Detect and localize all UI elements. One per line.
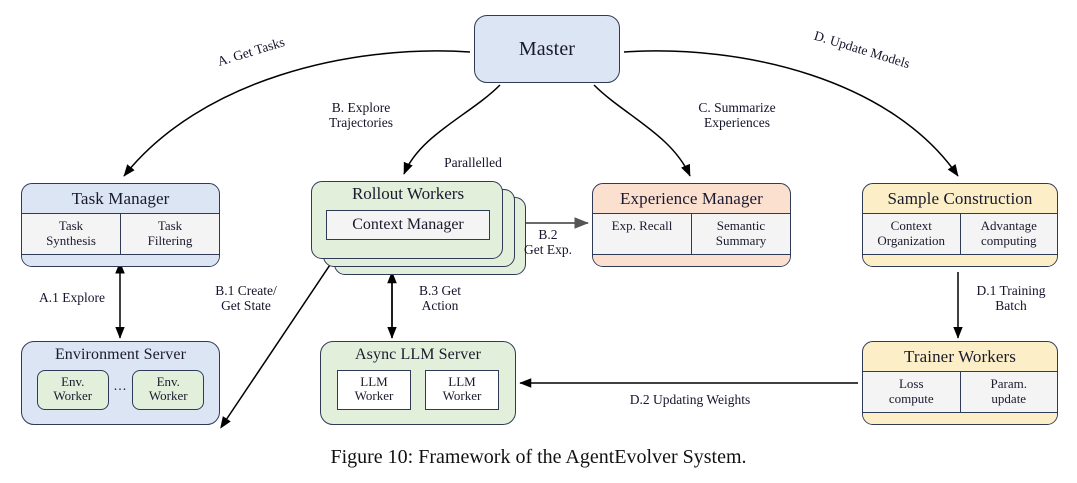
edge-get-tasks <box>123 50 471 177</box>
label-create-get-state: B.1 Create/ Get State <box>215 283 277 314</box>
cell-advantage-computing: Advantage computing <box>959 214 1058 255</box>
cell-param-update: Param. update <box>959 372 1058 413</box>
label-get-tasks: A. Get Tasks <box>215 34 287 69</box>
llm-worker-2[interactable]: LLM Worker <box>425 370 499 410</box>
trainer-workers-foot <box>863 413 1057 425</box>
sample-construction-title: Sample Construction <box>887 189 1033 208</box>
sample-construction-foot <box>863 255 1057 267</box>
label-explore-trajectories: B. Explore Trajectories <box>329 100 393 131</box>
node-environment-server[interactable]: Environment Server Env. Worker ... Env. … <box>21 341 220 425</box>
node-task-manager[interactable]: Task Manager Task Synthesis Task Filteri… <box>21 183 220 268</box>
cell-task-synthesis: Task Synthesis <box>46 218 96 248</box>
figure-caption: Figure 10: Framework of the AgentEvolver… <box>330 446 747 468</box>
task-manager-cells: Task Synthesis Task Filtering <box>22 213 219 256</box>
cell-task-filtering: Task Filtering <box>120 214 219 255</box>
label-explore: A.1 Explore <box>39 290 105 305</box>
async-llm-server-title: Async LLM Server <box>354 346 481 363</box>
trainer-workers-title: Trainer Workers <box>903 347 1017 366</box>
label-get-exp: B.2 Get Exp. <box>524 227 572 258</box>
node-trainer-workers[interactable]: Trainer Workers Loss compute Param. upda… <box>862 341 1058 426</box>
rollout-workers-title: Rollout Workers <box>351 184 465 203</box>
environment-worker-row: Env. Worker ... Env. Worker <box>22 370 219 410</box>
label-update-models: D. Update Models <box>812 27 912 72</box>
node-experience-manager[interactable]: Experience Manager Exp. Recall Semantic … <box>592 183 791 268</box>
cell-context-organization: Context Organization <box>877 218 946 248</box>
llm-worker-1[interactable]: LLM Worker <box>337 370 411 410</box>
node-async-llm-server[interactable]: Async LLM Server LLM Worker LLM Worker <box>320 341 516 425</box>
env-worker-2[interactable]: Env. Worker <box>132 370 205 410</box>
master-title: Master <box>518 38 576 60</box>
node-master[interactable]: Master <box>474 15 620 83</box>
environment-server-title: Environment Server <box>54 346 187 363</box>
label-parallelled: Parallelled <box>444 155 502 170</box>
rollout-stack-card-1: Rollout Workers Context Manager <box>311 181 503 259</box>
experience-manager-title: Experience Manager <box>620 189 763 208</box>
label-get-action: B.3 Get Action <box>419 283 461 314</box>
label-training-batch: D.1 Training Batch <box>976 283 1046 314</box>
task-manager-title: Task Manager <box>71 189 170 208</box>
cell-loss-compute: Loss compute <box>888 376 934 406</box>
trainer-workers-cells: Loss compute Param. update <box>863 371 1058 414</box>
node-rollout-workers[interactable]: Rollout Workers Context Manager <box>311 181 526 275</box>
node-context-manager[interactable]: Context Manager <box>326 210 490 240</box>
llm-worker-row: LLM Worker LLM Worker <box>321 370 515 410</box>
cell-semantic-summary: Semantic Summary <box>691 214 790 255</box>
node-sample-construction[interactable]: Sample Construction Context Organization… <box>862 183 1058 268</box>
env-worker-ellipsis: ... <box>113 378 128 394</box>
sample-construction-cells: Context Organization Advantage computing <box>863 213 1058 256</box>
experience-manager-foot <box>593 255 790 267</box>
task-manager-foot <box>22 255 219 267</box>
env-worker-1[interactable]: Env. Worker <box>36 370 109 410</box>
experience-manager-cells: Exp. Recall Semantic Summary <box>593 213 790 256</box>
cell-exp-recall: Exp. Recall <box>611 218 673 233</box>
label-updating-weights: D.2 Updating Weights <box>629 392 751 407</box>
label-summarize-experiences: C. Summarize Experiences <box>698 100 776 131</box>
